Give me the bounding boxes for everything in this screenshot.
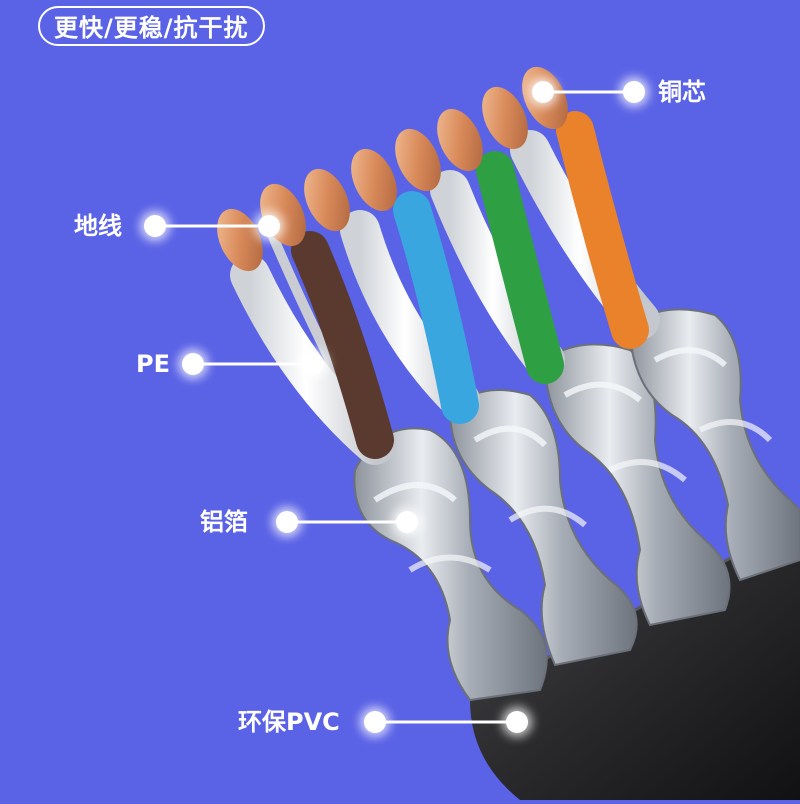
callout-dot-pe-start (182, 353, 204, 375)
copper-tip-5 (395, 128, 441, 192)
callout-dot-copper-core-end (623, 81, 645, 103)
foil-shielded-pairs (353, 308, 800, 702)
conductor-blue (393, 191, 479, 424)
copper-tip-3 (304, 168, 350, 232)
callout-dot-aluminum-foil-start (276, 511, 298, 533)
conductor-orange (556, 111, 649, 349)
headline-badge: 更快/更稳/抗干扰 (38, 6, 265, 46)
copper-tip-7 (482, 86, 528, 150)
callout-dot-copper-core-start (532, 81, 554, 103)
copper-tip-4 (351, 148, 397, 212)
foil-pair-1 (353, 427, 548, 702)
conductor-brown (291, 231, 394, 459)
callout-lines (152, 90, 632, 724)
callout-dot-pvc-end (506, 711, 528, 733)
callout-dot-ground-wire-end (258, 215, 280, 237)
callout-dot-ground-wire-start (144, 215, 166, 237)
copper-tip-6 (437, 108, 483, 172)
label-pe: PE (136, 350, 170, 378)
insulated-conductors (230, 111, 660, 465)
label-copper-core: 铜芯 (658, 78, 706, 106)
copper-tip-1 (217, 208, 263, 272)
label-pvc-jacket: 环保PVC (238, 708, 340, 736)
label-aluminum-foil: 铝箔 (200, 508, 248, 536)
conductor-green (476, 151, 564, 384)
callout-dot-pvc-start (364, 711, 386, 733)
callout-dot-pe-end (302, 353, 324, 375)
callout-dot-aluminum-foil-end (396, 511, 418, 533)
foil-pair-2 (448, 389, 638, 667)
label-ground-wire: 地线 (74, 212, 122, 240)
foil-pair-4 (628, 308, 800, 582)
